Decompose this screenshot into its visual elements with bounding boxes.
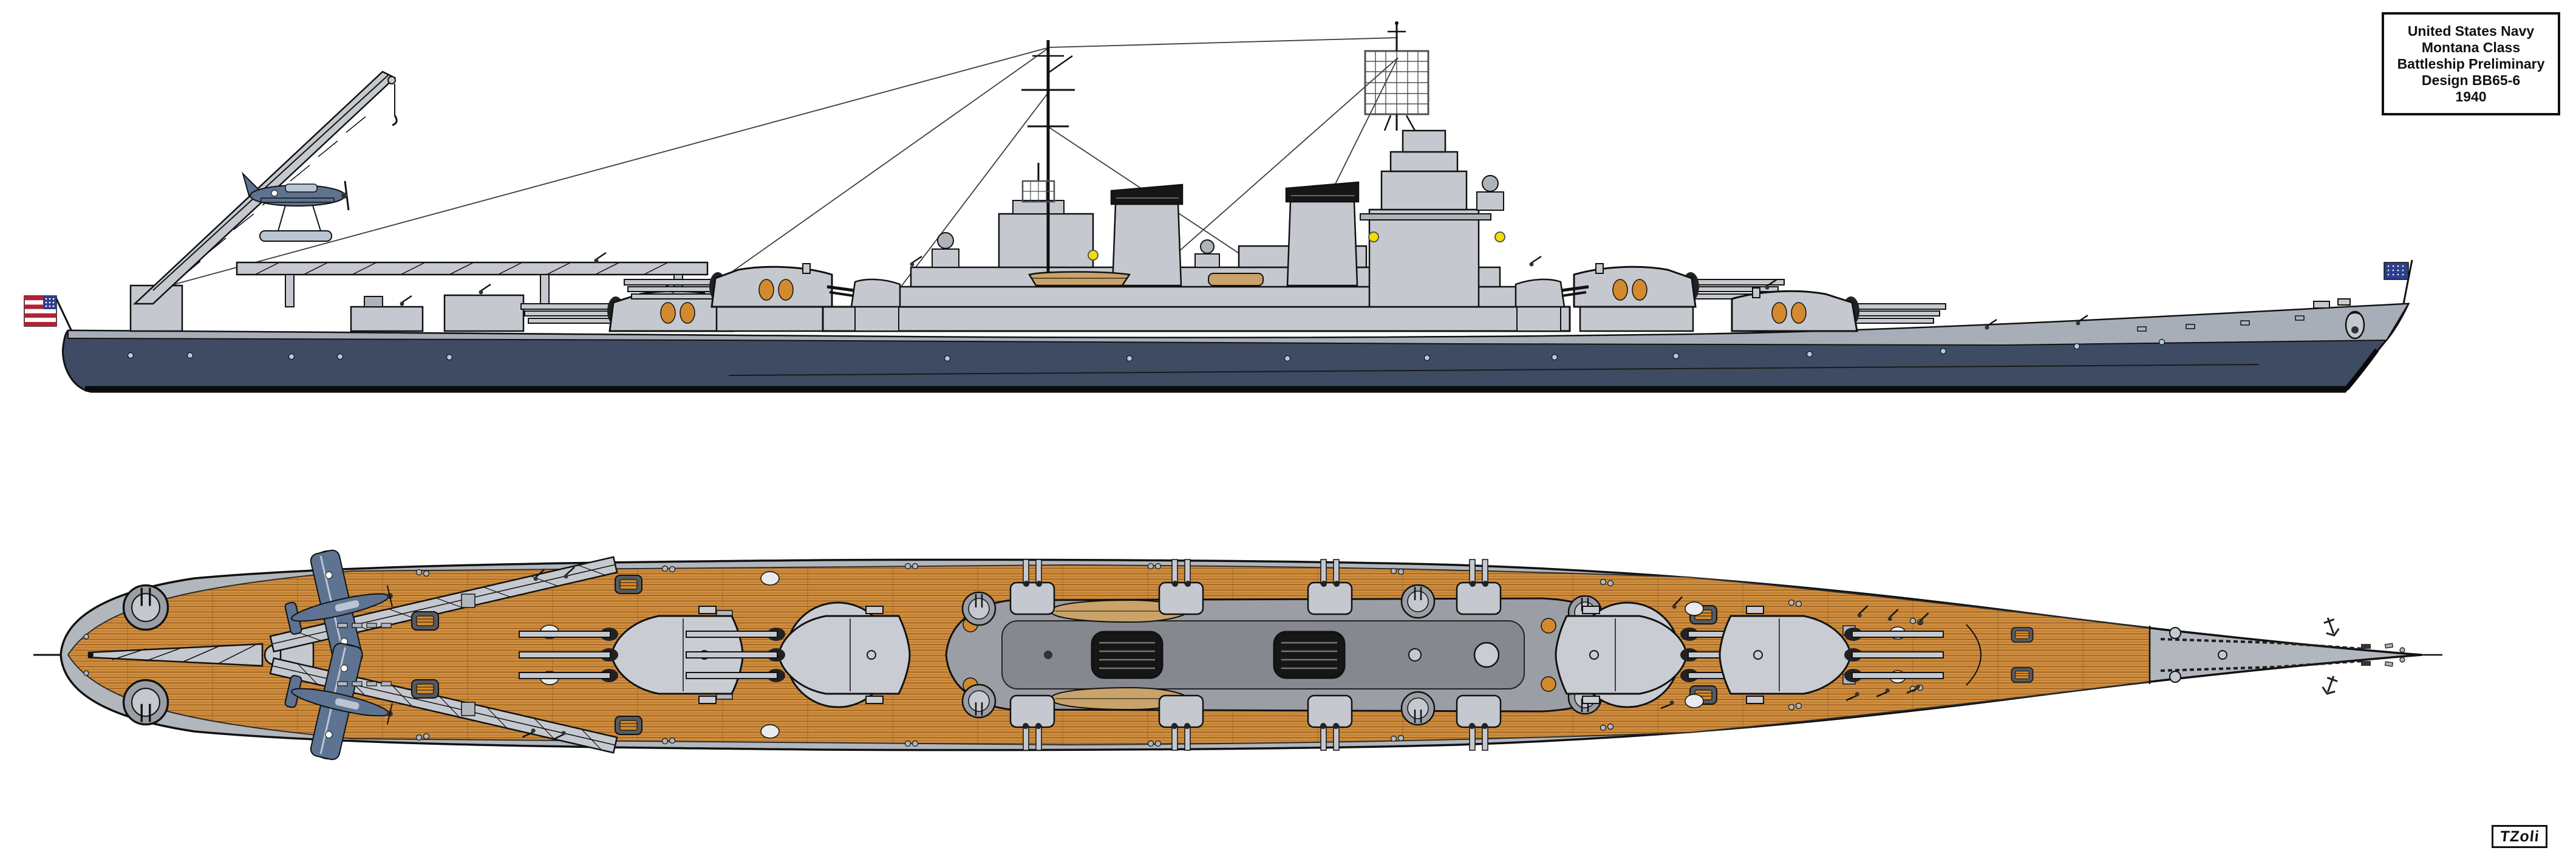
title-line-year: 1940 (2455, 88, 2487, 104)
deck-plan-view (33, 537, 2442, 773)
title-line-design: Design BB65-6 (2421, 72, 2521, 88)
capstan (2218, 650, 2227, 660)
windlass (2169, 627, 2181, 639)
plan-conning-tower (1473, 642, 1500, 668)
main-turret-3-side (624, 263, 833, 332)
bow-anchor-gear (2160, 614, 2405, 697)
main-turret-1-side (1731, 278, 1946, 332)
us-flag-cloth (24, 295, 57, 327)
plan-aa-tub (961, 591, 997, 626)
plan-aa-tub (1400, 584, 1436, 619)
bridge (1389, 151, 1459, 173)
porthole-row (127, 338, 2165, 362)
windlass (2169, 671, 2181, 683)
deck-hatch (2011, 627, 2034, 643)
plan-mainmast-base (1044, 651, 1052, 659)
plan-aa-tub (122, 584, 169, 631)
forward-tower (1368, 208, 1480, 308)
mainmast (1021, 40, 1075, 284)
conning-station (1402, 129, 1446, 153)
title-line-navy: United States Navy (2407, 22, 2535, 39)
hull-plating-line (728, 364, 2260, 376)
floatplane-side (242, 171, 350, 242)
aft-tower (998, 213, 1094, 269)
crane-hook (392, 115, 398, 126)
rigging-lines (151, 37, 1399, 330)
plan-fore-funnel (1273, 631, 1346, 679)
title-line-type: Battleship Preliminary (2397, 55, 2545, 72)
fore-funnel-cap (1285, 181, 1360, 203)
main-turret-2-side (1573, 263, 1785, 332)
plan-tower-mark (1408, 648, 1422, 662)
aft-funnel (1110, 183, 1184, 287)
boot-topping (85, 348, 2379, 392)
anchor-chain-port (2160, 638, 2364, 650)
plan-aa-tub (961, 683, 997, 719)
secondary-turret-fwd-side (1515, 278, 1589, 332)
searchlights (1088, 231, 1505, 261)
fore-funnel (1285, 181, 1360, 287)
us-flag (24, 295, 73, 332)
superstructure-side (822, 129, 1571, 332)
bow-deck-fittings (1984, 298, 2365, 340)
signature-text: TZoli (2499, 827, 2540, 845)
deck-edge-bollards (415, 563, 1924, 747)
plan-superstructure-inner (1001, 620, 1525, 690)
secondary-turret-aft-side (826, 278, 901, 332)
stern-tip-fittings (83, 634, 89, 676)
bow-crest (2345, 310, 2365, 340)
ships-boat-side (1028, 271, 1264, 287)
deck-hatch (411, 611, 439, 631)
deck-hatch (615, 716, 642, 735)
deck-hatch (615, 575, 642, 594)
plan-boats (1049, 599, 1190, 711)
anchor-chain-starboard (2160, 660, 2364, 672)
stern-deckhouses (350, 252, 607, 332)
aft-tower-radar (1021, 163, 1055, 203)
deck-hatch (411, 679, 439, 699)
blast-arc (1966, 624, 1981, 686)
fire-directors (932, 175, 1504, 268)
signature-box: TZoli (2492, 825, 2547, 848)
plan-aa-tub (1400, 691, 1436, 726)
side-profile-view (24, 21, 2413, 393)
plan-aft-funnel (1091, 631, 1164, 679)
plan-aa-tub (122, 679, 169, 726)
title-line-class: Montana Class (2421, 39, 2521, 55)
deck-hatch (2011, 667, 2034, 683)
forward-radar (1364, 21, 1429, 131)
title-box: United States Navy Montana Class Battles… (2382, 12, 2560, 115)
jack-flag (2383, 259, 2413, 304)
plane-wing (261, 197, 335, 203)
aft-funnel-cap (1110, 183, 1184, 205)
